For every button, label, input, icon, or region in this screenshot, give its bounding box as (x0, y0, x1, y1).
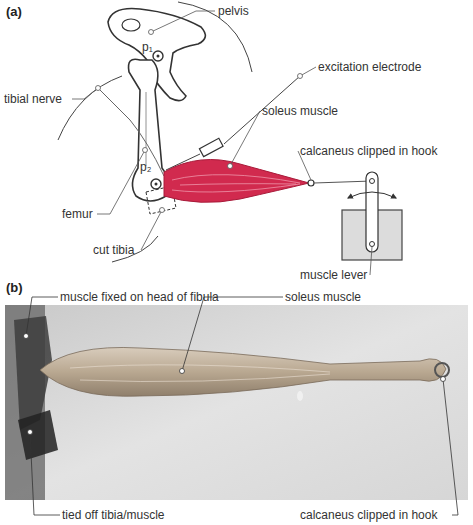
part-label: calcaneus clipped in hook (300, 508, 437, 522)
leader-dots (96, 30, 303, 213)
leader-dot (228, 164, 233, 169)
leader-lines (72, 11, 372, 275)
leader-line (97, 150, 145, 214)
leader-dot (160, 208, 165, 213)
part-label: muscle fixed on head of fibula (60, 290, 219, 304)
photo-background (5, 305, 468, 500)
leader-line (141, 210, 162, 250)
joint-center (155, 183, 158, 186)
panel-label: (a) (6, 5, 22, 19)
part-label: calcaneus clipped in hook (300, 144, 437, 158)
leader-dot (28, 430, 33, 435)
leader-dots (24, 334, 446, 435)
tibial-nerve (98, 88, 164, 176)
part-label: soleus muscle (262, 104, 338, 118)
calcaneus-hook (308, 180, 314, 186)
leader-dot (143, 148, 148, 153)
electrode-resistor (199, 138, 223, 156)
part-label: tied off tibia/muscle (62, 508, 165, 522)
knee-joint (151, 179, 161, 189)
leader-line (230, 111, 260, 166)
part-label: excitation electrode (318, 60, 421, 74)
leader-lines (26, 297, 458, 515)
leader-line (26, 297, 58, 336)
point-label: p₁ (142, 40, 153, 54)
leader-line (370, 247, 372, 275)
part-label: cut tibia (93, 243, 134, 257)
leader-dot (180, 369, 185, 374)
rotation-arrow (348, 192, 396, 198)
femur-bone (128, 59, 169, 201)
muscle-highlight (70, 365, 330, 382)
part-label: pelvis (218, 4, 249, 18)
leader-dot (441, 377, 446, 382)
leader-line (151, 11, 215, 32)
fluid-drop (297, 391, 303, 401)
leader-line (182, 297, 283, 371)
tendon-wire (314, 181, 372, 183)
photo-hook (435, 363, 449, 377)
soleus-muscle (164, 160, 309, 203)
joint-center (157, 55, 160, 58)
lever-pivot (370, 242, 375, 247)
hip-joint (153, 51, 163, 61)
lever-arm (366, 172, 378, 252)
body-outline (58, 76, 122, 140)
leader-dot (149, 30, 154, 35)
photo-muscle (40, 347, 446, 396)
leader-line (72, 88, 98, 99)
leader-dot (298, 74, 303, 79)
lever-pin (370, 179, 375, 184)
pelvis-hole (122, 19, 140, 31)
muscle-fibres (172, 175, 300, 192)
femur-shaft (146, 92, 147, 166)
part-label: soleus muscle (285, 290, 361, 304)
part-label: tibial nerve (4, 92, 62, 106)
leader-line (30, 432, 60, 515)
panel-label: (b) (6, 281, 23, 295)
leader-dot (96, 86, 101, 91)
part-label: femur (62, 207, 93, 221)
tibia-tie (18, 410, 58, 460)
part-label: muscle lever (300, 268, 367, 282)
point-label: p₂ (140, 160, 151, 174)
leader-line (443, 379, 458, 515)
leader-dot (24, 334, 29, 339)
